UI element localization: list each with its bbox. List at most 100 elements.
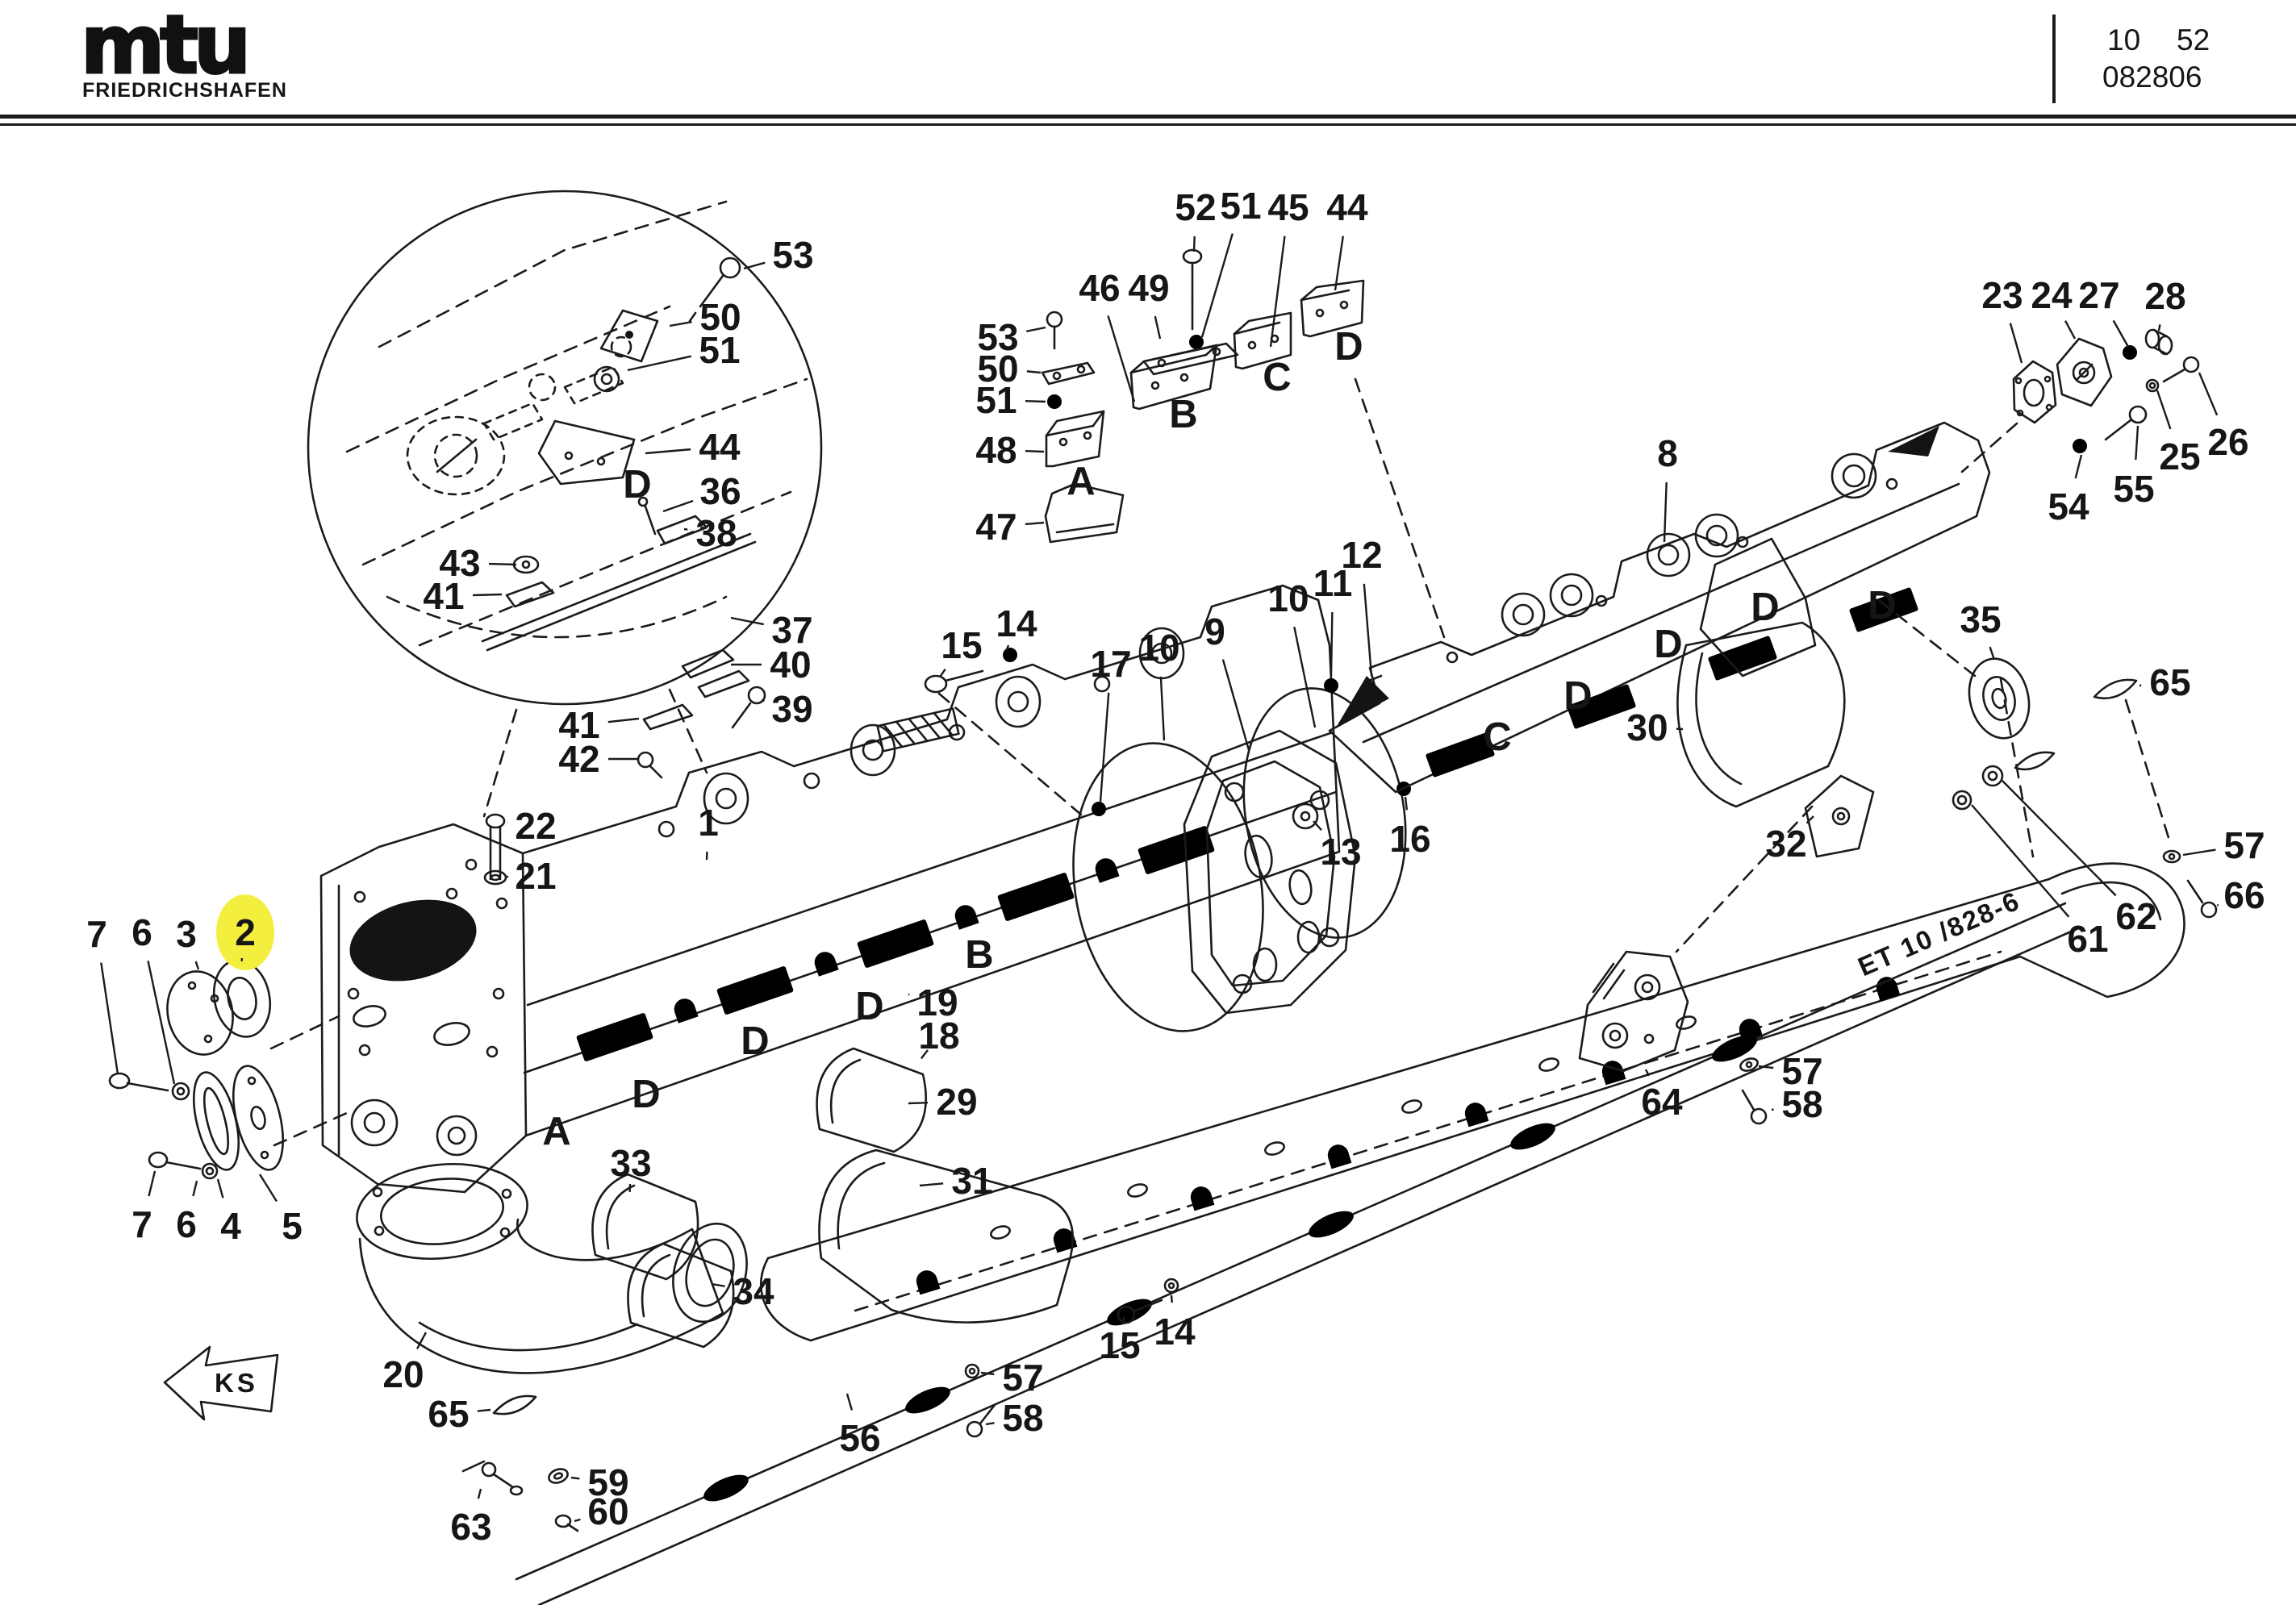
part-number-label: 12 [1341,534,1382,576]
washer-27 [2123,345,2137,360]
leader-line [2135,425,2139,461]
seal-strip-65 [2014,678,2138,771]
leader-line [2182,848,2216,857]
part-number-label: 60 [587,1490,628,1532]
leader-line [1334,236,1344,291]
heat-shield-33 [591,1173,699,1281]
bolt-7-bottom [148,1151,202,1170]
bolt-15 [924,669,984,694]
part-number-label: 57 [1002,1357,1043,1399]
leader-line [477,1488,482,1499]
leader-line [1971,804,2070,918]
part-number-label: 13 [1320,831,1361,873]
part-number-label: 52 [1175,186,1216,228]
part-number-label: 56 [839,1417,880,1459]
part-number-label: 6 [131,911,152,953]
leader-line [980,1371,995,1376]
block-47 [1044,482,1125,544]
clamp-50-detail [599,309,659,363]
leader-line [1293,627,1317,728]
washer-6-bottom [201,1162,219,1180]
thermostat-fitting-group [1960,328,2200,473]
front-cover-group [108,959,349,1180]
section-letter-label: D [1868,584,1896,627]
gasket-4 [193,1071,240,1171]
rail-37-detail [481,532,757,652]
part-number-label: 65 [2149,661,2190,703]
leader-line [100,962,119,1075]
callout-label-layer: 5350514436384341374039414222211121110910… [86,185,2265,1548]
highlighted-part-marker [216,894,274,970]
part-number-label: 9 [1204,611,1225,652]
part-number-label: 16 [1389,818,1430,860]
section-letter-label: C [1483,715,1511,759]
leader-line [1025,521,1045,526]
part-number-label: 24 [2031,274,2073,316]
leader-line [1313,820,1322,831]
plug-28 [2144,328,2173,356]
leader-line [1107,315,1136,402]
part-number-label: 8 [1657,432,1678,474]
leader-line [1221,659,1250,751]
part-number-label: 5 [282,1205,303,1247]
section-letter-label: D [1334,325,1363,369]
section-letter-label: B [965,933,993,977]
gasket-23 [2012,360,2057,424]
ks-marker-label: KS [215,1368,258,1398]
leader-line [1644,1069,1650,1077]
part-number-label: 44 [699,426,741,468]
leader-line [645,448,691,455]
leader-line [940,669,946,677]
holder-44-detail [537,419,636,486]
part-number-label: 58 [1002,1397,1043,1439]
drain-valve-63 [461,1460,524,1496]
rear-cover-part-8 [1328,377,1991,794]
part-number-label: 19 [916,982,958,1023]
leader-line [1154,315,1162,340]
part-number-label: 14 [1154,1311,1196,1353]
wedge-41b-detail [642,703,694,731]
block-45-c [1233,311,1292,370]
part-number-label: 37 [771,609,812,651]
part-number-label: 35 [1960,598,2001,640]
leader-line [2198,372,2219,416]
leader-line [730,616,764,626]
leader-line [1025,399,1046,403]
bolt-55 [2104,405,2148,441]
bolt-26 [2162,356,2200,383]
leader-line [627,355,692,372]
part-number-label: 21 [515,855,556,897]
part-number-label: 57 [1781,1050,1822,1092]
part-number-label: 33 [610,1142,651,1184]
leader-line [1330,611,1334,677]
part-number-label: 41 [423,575,464,617]
cover-24 [2056,337,2113,407]
leader-line [985,1421,995,1426]
flange-group [1072,674,1411,1032]
bracket-32 [1804,774,1875,858]
leader-line [216,1178,224,1199]
header-rule-bottom [0,123,2296,126]
sleeve-13 [1292,802,1319,830]
leader-line [258,1174,278,1203]
leader-line [2157,324,2161,331]
part-number-label: 59 [587,1461,628,1503]
part-number-label: 7 [131,1203,152,1245]
part-number-label: 18 [918,1015,959,1057]
wedge-38-detail [656,515,708,545]
leader-line [743,261,766,270]
leader-line [1269,236,1286,348]
part-number-label: 2 [235,911,256,953]
part-number-label: 47 [975,506,1017,548]
washer-54 [2073,439,2087,453]
part-number-label: 1 [698,802,719,844]
part-number-label: 61 [2067,918,2108,960]
part-number-label: 55 [2113,468,2154,510]
part-number-label: 66 [2223,874,2265,916]
mid-manifold-assembly [760,862,2185,1342]
header-rule-top [0,115,2296,119]
leader-line [1121,1316,1125,1325]
part-number-label: 40 [770,644,811,686]
washer-21 [483,869,507,886]
leader-line [1192,236,1196,252]
